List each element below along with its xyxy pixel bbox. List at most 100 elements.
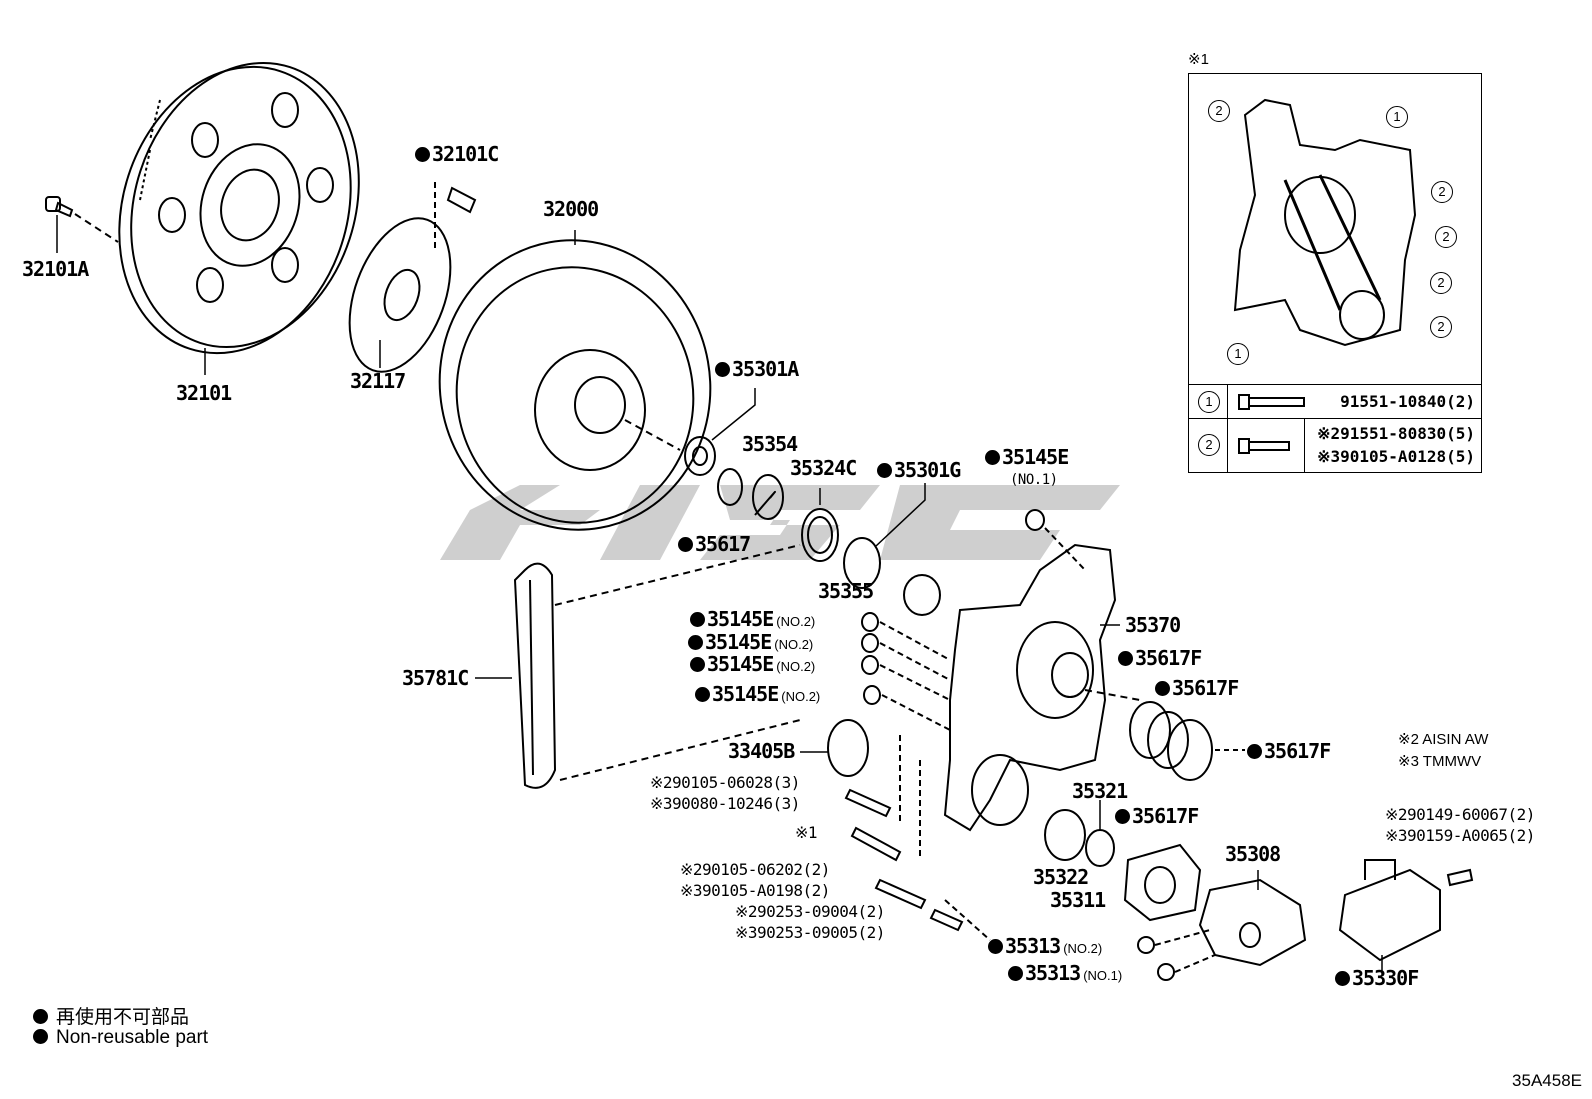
outer-gear	[1044, 809, 1086, 861]
non-reusable-dot	[688, 635, 703, 650]
callout-1: 1	[1198, 391, 1220, 413]
label-35301A: 35301A	[715, 358, 799, 380]
non-reusable-dot	[690, 612, 705, 627]
pump-housing	[943, 543, 1141, 832]
bolt-32101C	[434, 182, 477, 248]
legend-jp: 再使用不可部品	[33, 1002, 189, 1029]
gear-ring	[801, 508, 839, 562]
label-35617F-4: 35617F	[1115, 805, 1199, 827]
note-tmmwv: ※3 TMMWV	[1398, 753, 1482, 770]
callout-1: 1	[1386, 106, 1408, 128]
non-reusable-dot	[33, 1029, 48, 1044]
label-35355: 35355	[818, 579, 874, 603]
bolt-label-7: ※390253-09005(2)	[735, 923, 885, 942]
inset-panel: 2 1 2 2 2 2 1 1 91551-10840(2) 2 ※291551…	[1188, 73, 1482, 473]
bolt-label-3: ※1	[795, 823, 818, 842]
non-reusable-dot	[678, 537, 693, 552]
bolt-label-2: ※390080-10246(3)	[650, 794, 800, 813]
bolts	[844, 735, 1474, 932]
bolt-label-9: ※390159-A0065(2)	[1385, 826, 1535, 845]
driven-sprocket	[800, 719, 869, 777]
label-35145E-no2-1: 35145E(NO.2)	[690, 608, 815, 633]
bolt-label-1: ※290105-06028(3)	[650, 773, 800, 792]
o-ring	[717, 468, 743, 506]
inner-gear	[1085, 829, 1115, 867]
label-32101A: 32101A	[22, 257, 89, 281]
bolt-label-8: ※290149-60067(2)	[1385, 805, 1535, 824]
oil-seal	[684, 388, 756, 476]
label-35301G: 35301G	[877, 459, 961, 481]
drive-chain	[475, 544, 801, 789]
non-reusable-dot	[415, 147, 430, 162]
label-35145E-no1-sub: (NO.1)	[1010, 472, 1058, 488]
non-reusable-dot	[1247, 744, 1262, 759]
callout-2: 2	[1430, 316, 1452, 338]
bolt-table-row-2: 2 ※291551-80830(5) ※390105-A0128(5)	[1189, 418, 1481, 473]
label-35617F-2: 35617F	[1155, 677, 1239, 699]
label-35145E-no2-3: 35145E(NO.2)	[690, 653, 815, 678]
non-reusable-dot	[1335, 971, 1350, 986]
label-35321: 35321	[1072, 779, 1128, 803]
retainer-ring	[903, 574, 941, 616]
label-35617: 35617	[678, 533, 751, 555]
torque-converter	[438, 230, 712, 531]
legend-en: Non-reusable part	[33, 1027, 208, 1049]
watermark-logo	[440, 485, 1120, 560]
inset-pump-view	[1233, 98, 1417, 347]
pump-cover	[1123, 843, 1202, 922]
label-35145E-no2-2: 35145E(NO.2)	[688, 631, 813, 656]
drive-plate	[118, 61, 360, 355]
label-35322: 35322	[1033, 865, 1089, 889]
label-35781C: 35781C	[402, 666, 469, 690]
bolt-32101A	[45, 196, 119, 253]
label-32117: 32117	[350, 369, 406, 393]
label-35617F-3: 35617F	[1247, 740, 1331, 762]
shim-plate	[348, 217, 452, 373]
callout-2: 2	[1430, 272, 1452, 294]
flange-bolt-icon	[1238, 438, 1290, 454]
snap-ring	[754, 490, 776, 516]
valve-body	[1198, 878, 1307, 967]
non-reusable-dot	[877, 463, 892, 478]
bolt-part-number-1: 91551-10840(2)	[1340, 392, 1475, 411]
label-35354: 35354	[742, 432, 798, 456]
label-35324C: 35324C	[790, 456, 857, 480]
callout-2: 2	[1208, 100, 1230, 122]
bearing	[843, 537, 881, 589]
label-35311: 35311	[1050, 888, 1106, 912]
diagram-code: 35A458E	[1512, 1071, 1582, 1090]
bolt-table-row-1: 1 91551-10840(2)	[1189, 384, 1481, 419]
bolt-part-number-2a: ※291551-80830(5)	[1317, 424, 1475, 443]
bolt-part-number-2b: ※390105-A0128(5)	[1317, 447, 1475, 466]
label-35330F: 35330F	[1335, 967, 1419, 989]
label-32101C: 32101C	[415, 143, 499, 165]
flange-bolt-icon	[1238, 394, 1305, 410]
oil-strainer	[1338, 868, 1441, 962]
inset-title: ※1	[1188, 51, 1209, 68]
label-35617F-1: 35617F	[1118, 647, 1202, 669]
label-35313-no2: 35313(NO.2)	[988, 935, 1102, 960]
label-32000: 32000	[543, 197, 599, 221]
callout-2: 2	[1198, 434, 1220, 456]
bolt-label-6: ※290253-09004(2)	[735, 902, 885, 921]
label-35145E-no1: 35145E	[985, 446, 1069, 468]
note-aisin: ※2 AISIN AW	[1398, 731, 1489, 748]
callout-2: 2	[1435, 226, 1457, 248]
bolt-label-5: ※390105-A0198(2)	[680, 881, 830, 900]
non-reusable-dot	[1008, 966, 1023, 981]
label-35313-no1: 35313(NO.1)	[1008, 962, 1122, 987]
label-35370: 35370	[1125, 613, 1181, 637]
non-reusable-dot	[988, 939, 1003, 954]
non-reusable-dot	[1115, 809, 1130, 824]
non-reusable-dot	[1118, 651, 1133, 666]
bolt-label-4: ※290105-06202(2)	[680, 860, 830, 879]
non-reusable-dot	[985, 450, 1000, 465]
non-reusable-dot	[715, 362, 730, 377]
label-33405B: 33405B	[728, 739, 795, 763]
callout-2: 2	[1431, 181, 1453, 203]
non-reusable-dot	[1155, 681, 1170, 696]
non-reusable-dot	[690, 657, 705, 672]
callout-1: 1	[1227, 343, 1249, 365]
label-35145E-no2-4: 35145E(NO.2)	[695, 683, 820, 708]
